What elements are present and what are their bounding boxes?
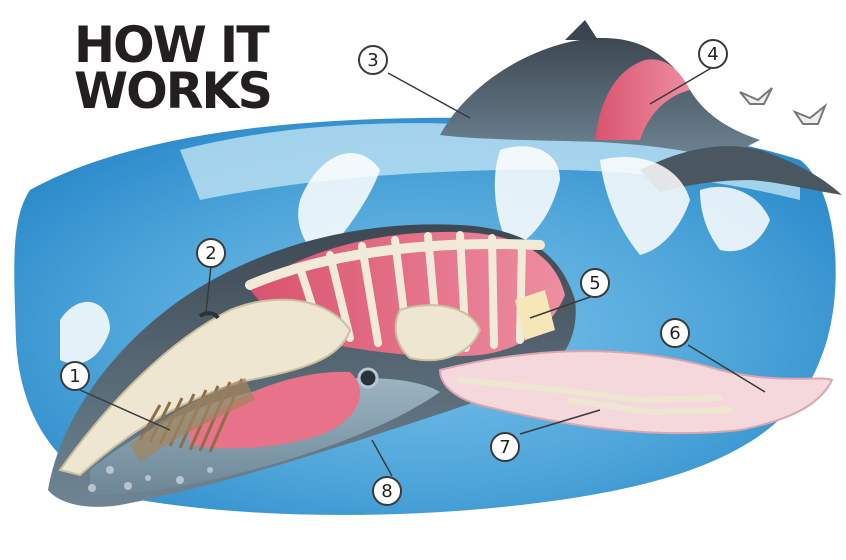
callout-4: 4 <box>698 39 728 69</box>
callout-7: 7 <box>490 432 520 462</box>
callout-8: 8 <box>372 476 402 506</box>
logo-line-2: WORKS <box>74 68 290 114</box>
eye <box>359 369 377 387</box>
callout-6: 6 <box>660 318 690 348</box>
callout-1: 1 <box>60 361 90 391</box>
callout-2: 2 <box>196 238 226 268</box>
dorsal-fin <box>565 20 598 40</box>
callout-3: 3 <box>358 45 388 75</box>
how-it-works-logo: HOW IT WORKS <box>74 22 294 114</box>
callout-5: 5 <box>580 268 610 298</box>
leader-3 <box>388 73 470 118</box>
seagulls <box>740 88 825 124</box>
